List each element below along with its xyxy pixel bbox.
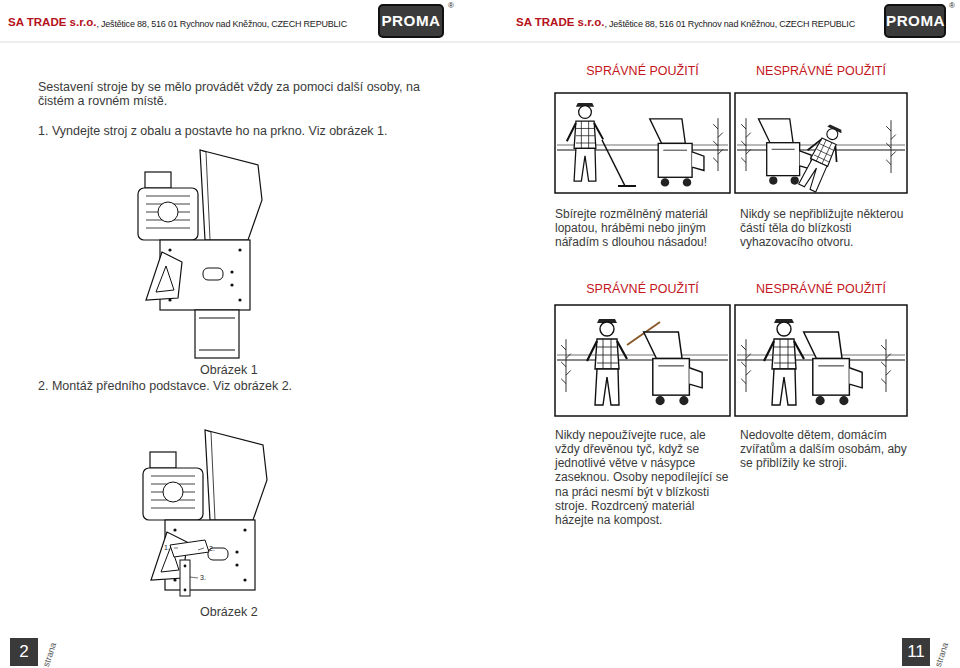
- figure-caption: Obrázek 1: [200, 363, 258, 377]
- brand-logo: PROMA: [884, 4, 946, 38]
- figure-caption: Obrázek 2: [200, 605, 258, 619]
- usage-note: Nedovolte dětem, domácím zvířatům a dalš…: [740, 428, 912, 470]
- registered-mark: ®: [448, 1, 454, 10]
- company-name: SA TRADE s.r.o.: [516, 16, 604, 29]
- page-word: strana: [933, 641, 950, 668]
- logo-text: PROMA: [886, 6, 944, 36]
- panel-heading: SPRÁVNÉ POUŽITÍ: [555, 64, 730, 78]
- machine-figure-1: [138, 150, 262, 358]
- company-address: , Ještětice 88, 516 01 Rychnov nad Kněžn…: [96, 19, 347, 29]
- machine-figure-2: [143, 430, 267, 596]
- usage-heading: NESPRÁVNÉ POUŽITÍ: [735, 64, 907, 86]
- page-number: 11strana: [902, 638, 948, 667]
- usage-note: Sbírejte rozmělněný materiál lopatou, hr…: [555, 207, 727, 249]
- header-rule: [0, 42, 960, 43]
- company-name: SA TRADE s.r.o.: [8, 16, 96, 29]
- panel-heading: NESPRÁVNÉ POUŽITÍ: [735, 282, 907, 296]
- instruction-step: 1. Vyndejte stroj z obalu a postavte ho …: [38, 124, 458, 138]
- logo-text: PROMA: [380, 6, 442, 36]
- page-word: strana: [41, 641, 58, 668]
- usage-heading: SPRÁVNÉ POUŽITÍ: [555, 282, 730, 304]
- page-number-text: 11: [902, 638, 930, 666]
- usage-scenes: [557, 103, 905, 405]
- usage-note: Nikdy se nepřibližujte některou částí tě…: [740, 207, 912, 249]
- company-address: , Ještětice 88, 516 01 Rychnov nad Kněžn…: [604, 19, 855, 29]
- panel-heading: NESPRÁVNÉ POUŽITÍ: [735, 64, 907, 78]
- instruction-text: Sestavení stroje by se mělo provádět vžd…: [38, 80, 458, 109]
- callout-number: 1.: [164, 544, 170, 552]
- callout-number: 3.: [200, 574, 206, 582]
- instruction-step: 2. Montáž předního podstavce. Viz obráze…: [38, 379, 458, 393]
- panel-heading: SPRÁVNÉ POUŽITÍ: [555, 282, 730, 296]
- registered-mark: ®: [949, 1, 955, 10]
- brand-logo: PROMA: [378, 4, 444, 38]
- page-number-text: 2: [10, 638, 38, 666]
- usage-note: Nikdy nepoužívejte ruce, ale vždy dřevěn…: [555, 428, 729, 527]
- page-number: 2strana: [10, 638, 54, 667]
- usage-heading: SPRÁVNÉ POUŽITÍ: [555, 64, 730, 86]
- usage-frames: [555, 93, 907, 416]
- usage-heading: NESPRÁVNÉ POUŽITÍ: [735, 282, 907, 304]
- callout-number: 2.: [209, 545, 215, 553]
